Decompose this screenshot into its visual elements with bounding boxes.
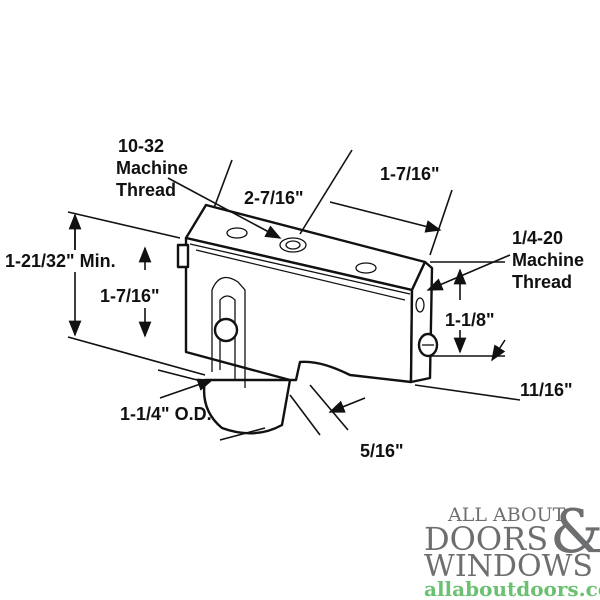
label-length-top: 2-7/16" bbox=[244, 188, 304, 208]
label-10-32: 10-32 bbox=[118, 136, 164, 156]
svg-text:WINDOWS: WINDOWS bbox=[424, 549, 593, 584]
hole bbox=[355, 262, 377, 274]
center-thread-hole bbox=[279, 237, 307, 253]
label-machine: Machine bbox=[116, 158, 188, 178]
label-length-top-right: 1-7/16" bbox=[380, 164, 440, 184]
svg-text:allaboutdoors.com: allaboutdoors.com bbox=[424, 577, 600, 600]
label-height-min: 1-21/32" Min. bbox=[5, 251, 116, 271]
svg-text:&: & bbox=[550, 497, 600, 567]
end-tab bbox=[176, 243, 190, 269]
label-thread: Thread bbox=[116, 180, 176, 200]
label-thread-side: Thread bbox=[512, 272, 572, 292]
label-width: 11/16" bbox=[520, 380, 573, 400]
side-hole bbox=[415, 297, 425, 313]
label-1-4-20: 1/4-20 bbox=[512, 228, 563, 248]
label-wheel-width: 5/16" bbox=[360, 441, 404, 461]
label-machine-side: Machine bbox=[512, 250, 584, 270]
svg-text:DOORS: DOORS bbox=[424, 520, 548, 558]
label-height-left: 1-7/16" bbox=[100, 286, 160, 306]
axle-slot bbox=[211, 276, 246, 388]
svg-text:ALL ABOUT: ALL ABOUT bbox=[447, 504, 566, 526]
label-side-height: 1-1/8" bbox=[445, 310, 495, 330]
hole bbox=[226, 227, 248, 239]
wheel bbox=[202, 378, 292, 435]
axle bbox=[213, 317, 239, 343]
label-wheel-diameter: 1-1/4" O.D. bbox=[120, 404, 212, 424]
housing-front bbox=[184, 236, 414, 384]
brand-logo: ALL ABOUT DOORS & WINDOWS allaboutdoors.… bbox=[424, 497, 600, 600]
